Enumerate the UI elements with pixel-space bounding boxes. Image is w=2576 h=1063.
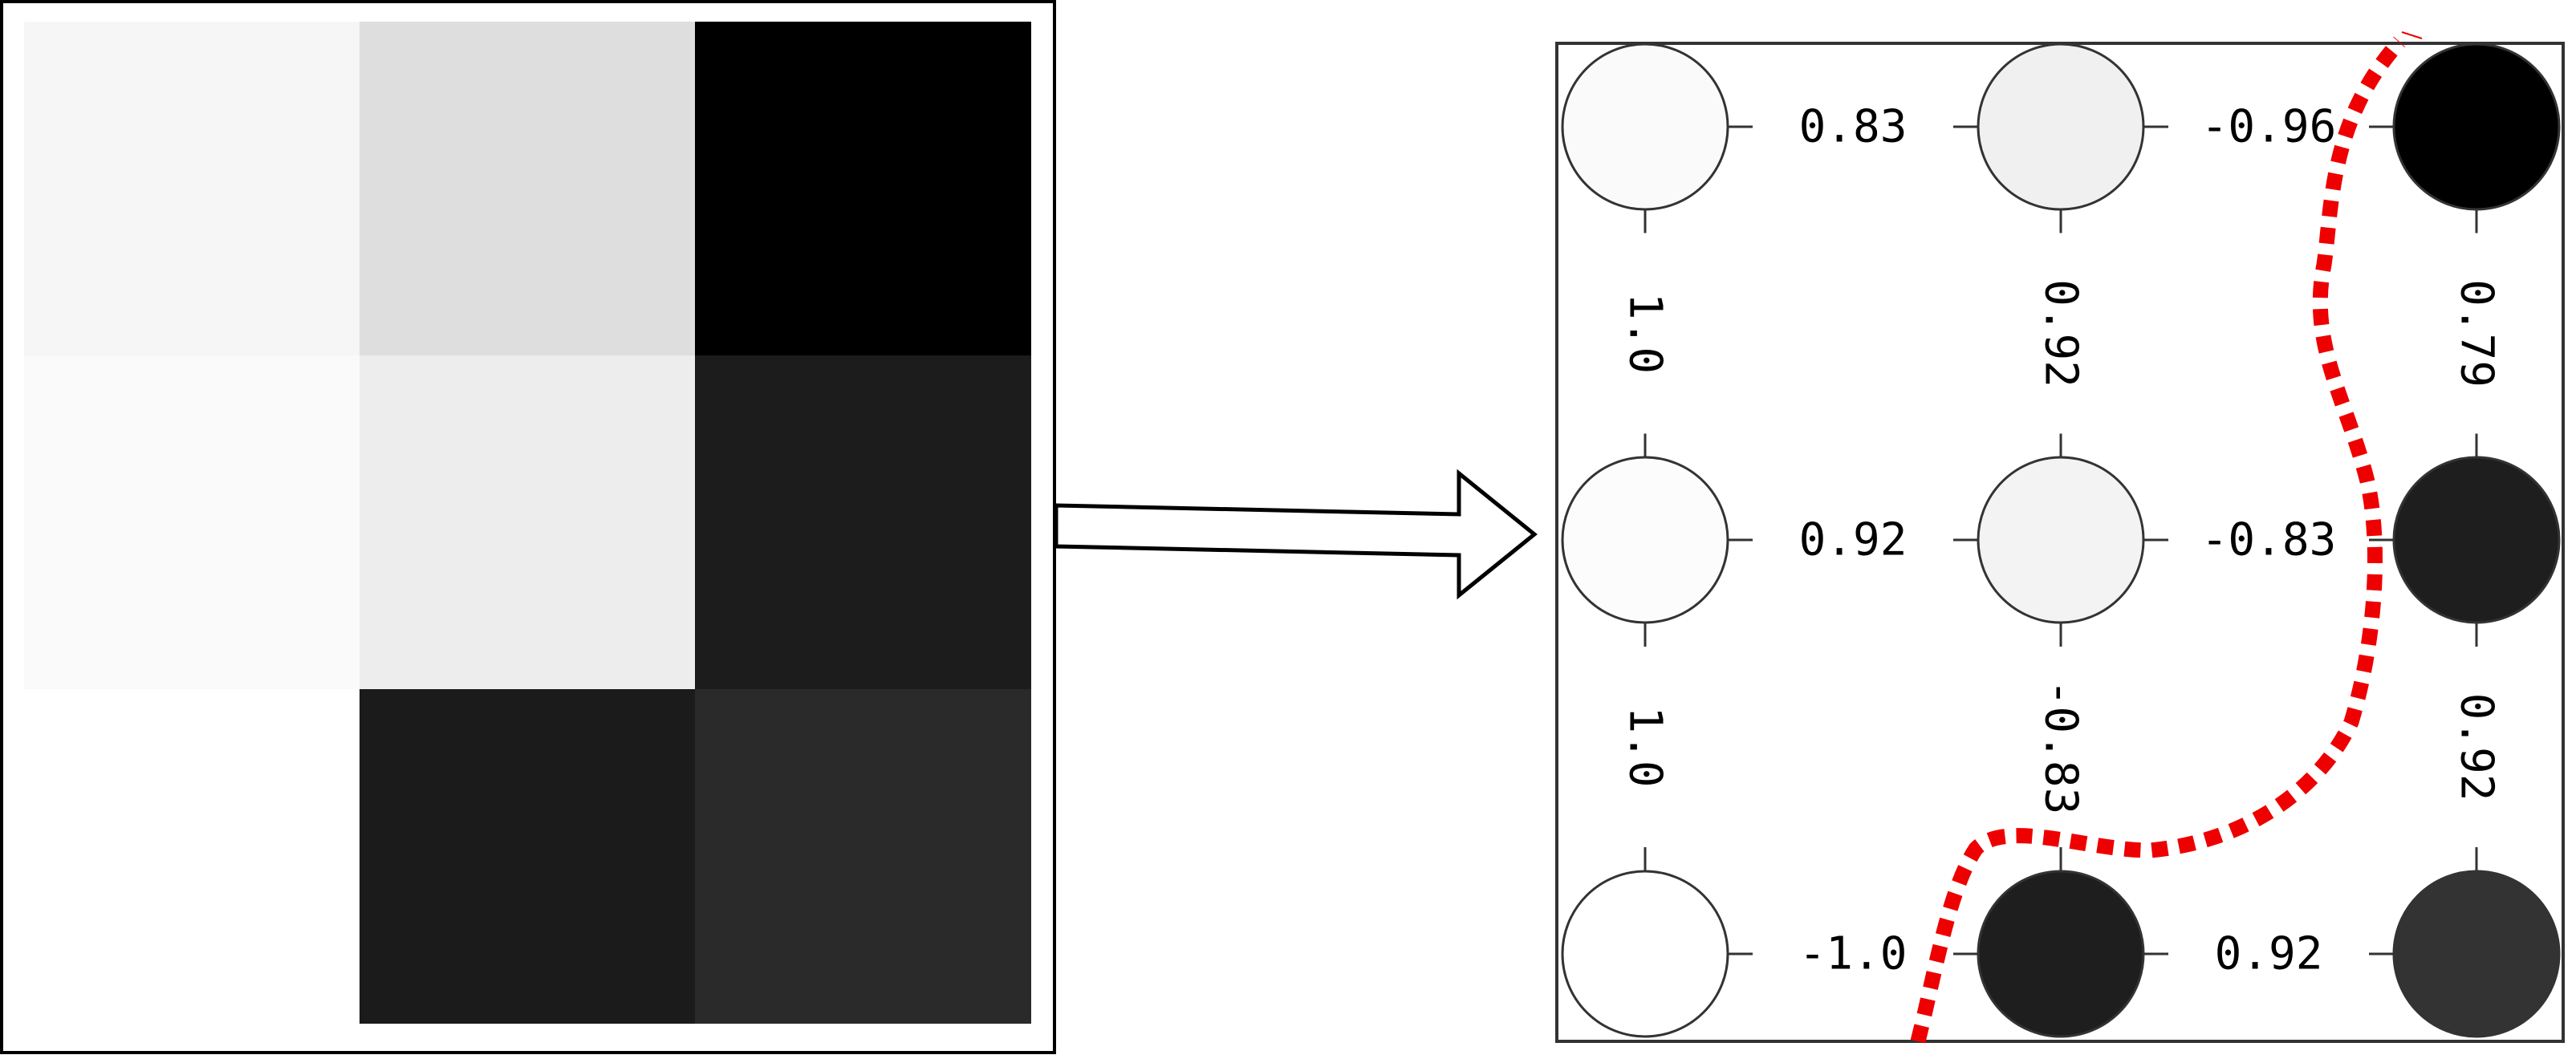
- edge-weight-label: 0.79: [2451, 279, 2503, 387]
- pixel-cell: [24, 355, 360, 690]
- cut-line-tip: [2401, 31, 2423, 39]
- pixel-cell: [695, 355, 1031, 690]
- graph-node: [1977, 43, 2145, 211]
- edge-label-background: [1613, 233, 1677, 434]
- graph-node: [1977, 870, 2145, 1038]
- edge-weight-label: 1.0: [1619, 706, 1672, 787]
- graph-node: [1561, 870, 1729, 1038]
- edge-weight-label: -0.83: [2035, 680, 2087, 815]
- edge-weight-label: -0.96: [2201, 101, 2337, 153]
- edge-label-background: [2029, 647, 2093, 847]
- pixel-cell: [360, 355, 696, 690]
- graph-node: [1561, 456, 1729, 624]
- pixel-cell: [695, 22, 1031, 356]
- pixel-cell: [695, 689, 1031, 1024]
- graph-node: [1561, 43, 1729, 211]
- edge-label-background: [2029, 233, 2093, 434]
- edge-label-background: [1753, 922, 1953, 986]
- pixel-cell: [360, 22, 696, 356]
- pixel-cell: [360, 689, 696, 1024]
- pixel-graph: 0.83 -0.96 0.92 -0.83 -1.0 0.92 1.0 0.92 0.79 1.0…: [1555, 31, 2565, 1044]
- pixel-grid-image: [0, 0, 1056, 1054]
- edge-weight-label: 1.0: [1619, 293, 1672, 374]
- edge-label-background: [1753, 95, 1953, 159]
- edge-weight-label: -1.0: [1799, 928, 1908, 980]
- pixel-cell: [24, 22, 360, 356]
- edge-label-background: [1753, 508, 1953, 572]
- transform-arrow: [1054, 469, 1538, 600]
- graph-node: [2392, 43, 2561, 211]
- edge-label-background: [2444, 233, 2509, 434]
- edge-weight-label: -0.83: [2201, 514, 2337, 566]
- edge-label-background: [2168, 508, 2369, 572]
- graph-node: [2392, 870, 2561, 1038]
- edge-weight-label: 0.83: [1799, 101, 1908, 153]
- edge-label-background: [2168, 922, 2369, 986]
- graph-node: [1977, 456, 2145, 624]
- edge-label-background: [1613, 647, 1677, 847]
- edge-weight-label: 0.92: [1799, 514, 1908, 566]
- graph-node: [2392, 456, 2561, 624]
- edge-weight-label: 0.92: [2451, 693, 2503, 801]
- edge-weight-label: 0.92: [2035, 279, 2087, 387]
- edge-weight-label: 0.92: [2215, 928, 2323, 980]
- segmentation-cut-line: [1910, 36, 2406, 1044]
- pixel-cell: [24, 689, 360, 1024]
- edge-label-background: [2444, 647, 2509, 847]
